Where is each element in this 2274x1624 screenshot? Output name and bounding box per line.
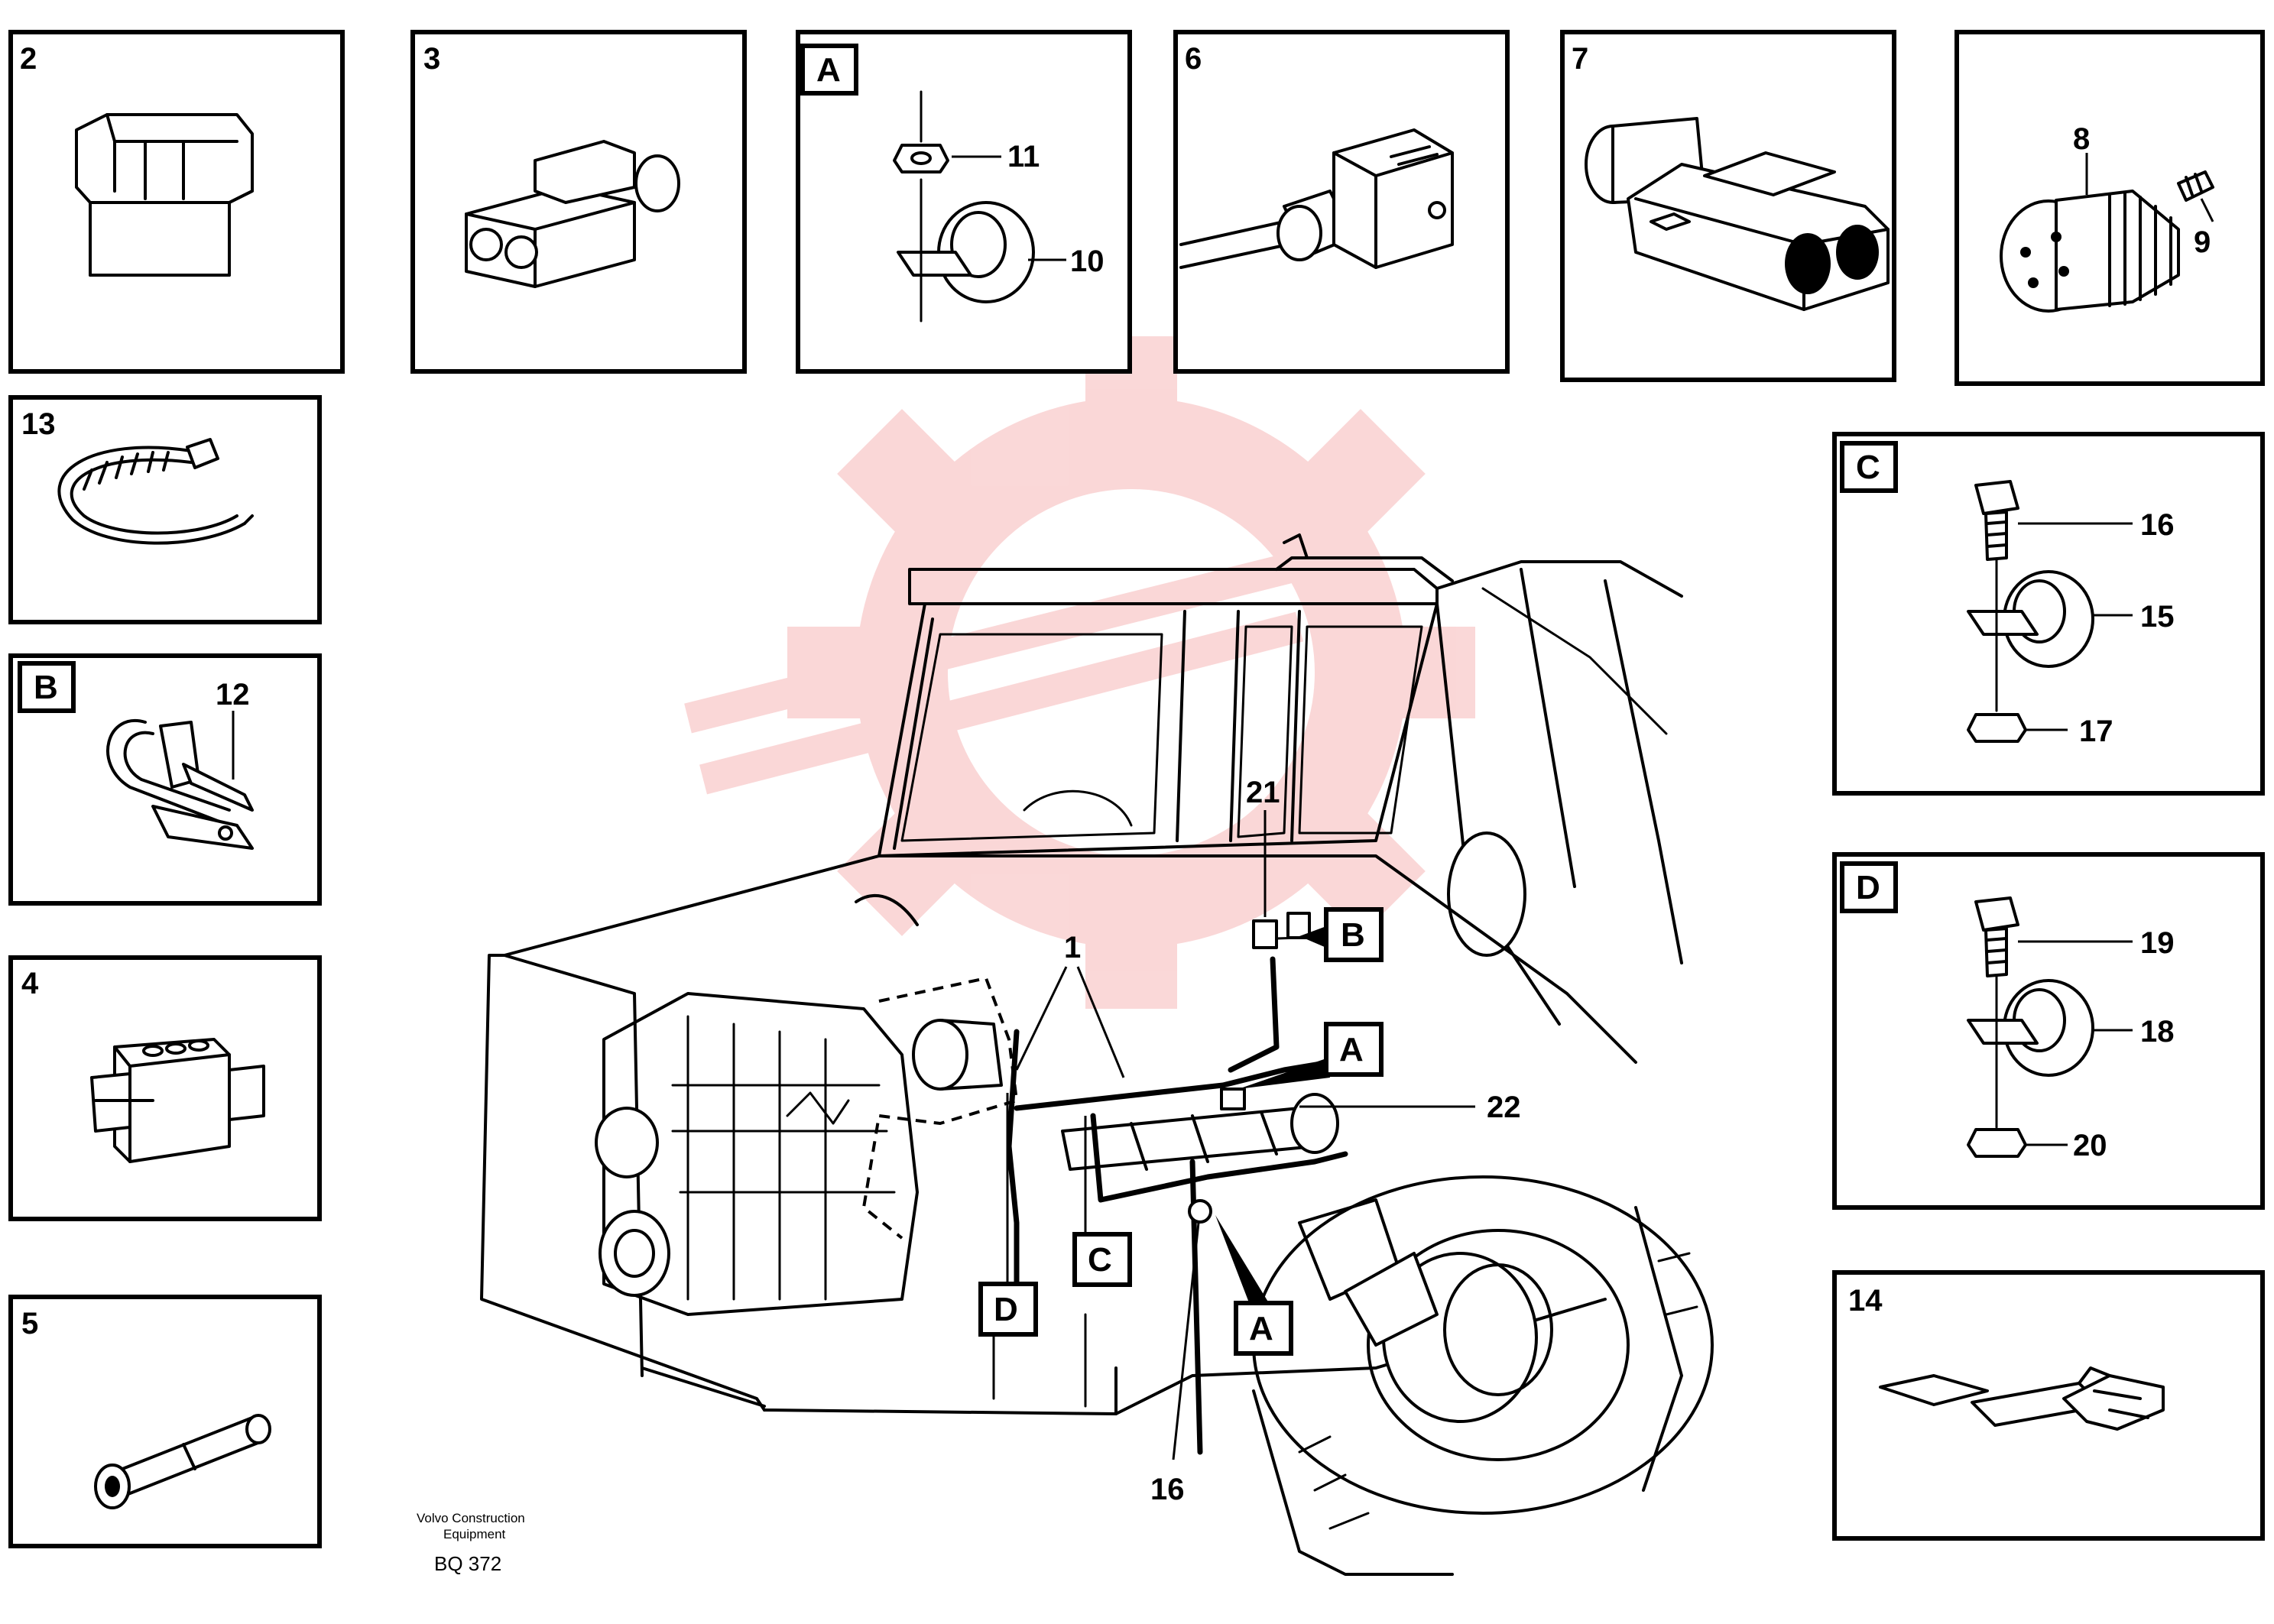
panel-part-5: 5 [8, 1295, 322, 1548]
angled-connector-icon [1179, 128, 1454, 269]
panel-label: 4 [21, 967, 39, 1000]
panel-detail-b: B 12 [8, 653, 322, 906]
bolt-grommet-icon [1967, 896, 2094, 1158]
panel-part-8-9: 8 9 [1954, 30, 2265, 386]
callout-b: B [1341, 916, 1365, 954]
panel-label: 2 [20, 42, 37, 76]
part-number: 10 [1070, 245, 1105, 278]
callout-d: D [994, 1291, 1018, 1328]
flat-terminal-icon [1879, 1366, 2165, 1431]
two-pin-connector-icon [465, 140, 680, 288]
panel-detail-d: D 19 18 20 [1832, 852, 2265, 1210]
panel-part-4: 4 [8, 955, 322, 1221]
panel-label: A [816, 51, 841, 89]
part-number: 18 [2140, 1015, 2175, 1049]
part-number: 11 [1007, 140, 1040, 173]
part-number: 20 [2073, 1129, 2107, 1162]
callout-21: 21 [1246, 776, 1280, 809]
p-clamp-icon [106, 719, 254, 850]
panel-part-3: 3 [410, 30, 747, 374]
relay-socket-icon [75, 113, 254, 277]
panel-part-14: 14 [1832, 1270, 2265, 1541]
grommet-clip-icon [893, 90, 1035, 323]
drawing-code: BQ 372 [434, 1552, 501, 1575]
part-number: 15 [2140, 600, 2175, 634]
connector-housing-icon [90, 1038, 265, 1163]
part-number: 17 [2079, 715, 2113, 748]
callout-a-lower: A [1249, 1310, 1273, 1347]
callout-22: 22 [1487, 1091, 1521, 1124]
panel-detail-a: A 11 10 [796, 30, 1132, 374]
panel-label: 3 [423, 42, 440, 76]
callout-1: 1 [1064, 931, 1081, 964]
footer-company: Volvo Construction [417, 1511, 525, 1525]
callout-16: 16 [1150, 1473, 1185, 1506]
round-connector-icon [2000, 170, 2214, 313]
cable-tie-icon [57, 438, 254, 545]
panel-label: B [34, 669, 58, 706]
machine-illustration [480, 533, 1714, 1576]
panel-label: C [1856, 449, 1880, 486]
panel-label: 14 [1848, 1284, 1883, 1318]
part-number: 8 [2073, 122, 2090, 156]
footer-company-sub: Equipment [443, 1527, 506, 1541]
drawing-footer: Volvo Construction Equipment BQ 372 [417, 1511, 525, 1575]
panel-part-7: 7 [1560, 30, 1896, 382]
panel-part-2: 2 [8, 30, 345, 374]
panel-detail-c: C 16 15 17 [1832, 432, 2265, 796]
part-number: 9 [2194, 225, 2211, 259]
plug-connector-icon [1585, 117, 1890, 311]
panel-part-6: 6 [1173, 30, 1510, 374]
callout-c: C [1088, 1241, 1112, 1279]
bolt-grommet-icon [1967, 480, 2094, 743]
panel-part-13: 13 [8, 395, 322, 624]
panel-label: D [1856, 869, 1880, 906]
main-callouts: 1 21 B A 22 C D A 16 [978, 776, 1521, 1506]
panel-label: 6 [1185, 42, 1202, 76]
part-number: 19 [2140, 926, 2175, 960]
panel-label: 13 [21, 407, 56, 441]
part-number: 16 [2140, 508, 2175, 542]
butt-connector-icon [94, 1414, 271, 1509]
panel-label: 7 [1572, 42, 1588, 76]
part-number: 12 [216, 678, 250, 712]
callout-a-upper: A [1339, 1031, 1364, 1068]
panel-label: 5 [21, 1307, 38, 1340]
